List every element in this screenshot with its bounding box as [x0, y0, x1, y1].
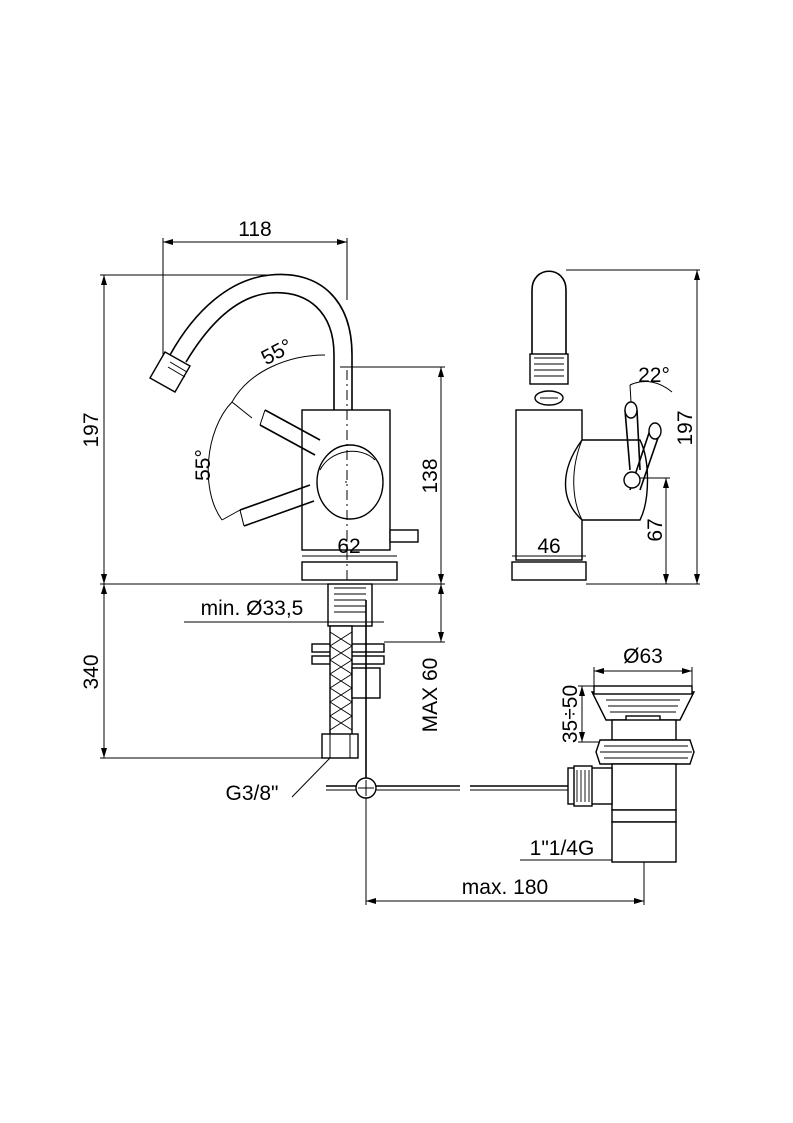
dim-supply-thread: G3/8": [226, 782, 279, 805]
threaded-shank: [327, 583, 373, 627]
aerator-side: [529, 353, 569, 385]
hose-end-nut: [321, 733, 359, 759]
front-view: [149, 273, 419, 600]
lever-upper: [259, 409, 321, 456]
dim-waste-range: 35÷50: [559, 685, 582, 743]
dim-total-height-front: 197: [80, 412, 103, 447]
base-plate-side: [511, 561, 587, 581]
dim-base-width-side: 46: [537, 535, 560, 558]
dim-spout-angle: 55°: [258, 335, 297, 370]
waste-upper-body: [611, 719, 677, 741]
lever-cartridge: [316, 444, 384, 520]
dim-supply-hole: min. Ø33,5: [201, 597, 304, 620]
base-plate: [301, 561, 398, 581]
spout-side: [531, 270, 567, 370]
waste-tail: [611, 821, 677, 863]
waste-cap: [593, 685, 693, 695]
aerator-nozzle: [149, 351, 191, 393]
side-view: [511, 270, 662, 581]
lever-housing-side: [564, 439, 649, 521]
rod-nut: [573, 765, 593, 807]
dim-waste-thread: 1"1/4G: [530, 837, 595, 860]
side-knob: [389, 529, 419, 543]
dim-max-thickness: MAX 60: [419, 658, 442, 733]
lever-side: [623, 401, 662, 491]
pop-up-waste: [470, 685, 696, 863]
dim-below-counter: 340: [80, 654, 103, 689]
waste-lower-body: [611, 763, 677, 811]
under-counter-assembly: [311, 583, 460, 905]
dim-base-width-front: 62: [337, 535, 360, 558]
side-dimensions: 22° 197 67 46: [537, 269, 700, 585]
lever-lower: [239, 484, 315, 527]
dim-lever-angle: 55°: [192, 449, 215, 481]
dim-rod-length: max. 180: [462, 876, 548, 899]
dim-spout-reach: 118: [238, 218, 271, 241]
dim-lever-height: 67: [644, 518, 667, 541]
dim-total-height-side: 197: [674, 410, 697, 445]
spout-inner-edge: [185, 291, 335, 410]
dim-lever-tilt: 22°: [638, 364, 670, 387]
waste-tail-ring: [611, 809, 677, 823]
spout-outer-edge: [169, 273, 353, 410]
waste-dimensions: Ø63 35÷50 1"1/4G max. 180: [366, 645, 693, 905]
under-counter-dimensions: min. Ø33,5 340 MAX 60 G3/8": [80, 584, 445, 805]
dim-body-height: 138: [419, 458, 442, 493]
dim-waste-diameter: Ø63: [623, 645, 663, 668]
